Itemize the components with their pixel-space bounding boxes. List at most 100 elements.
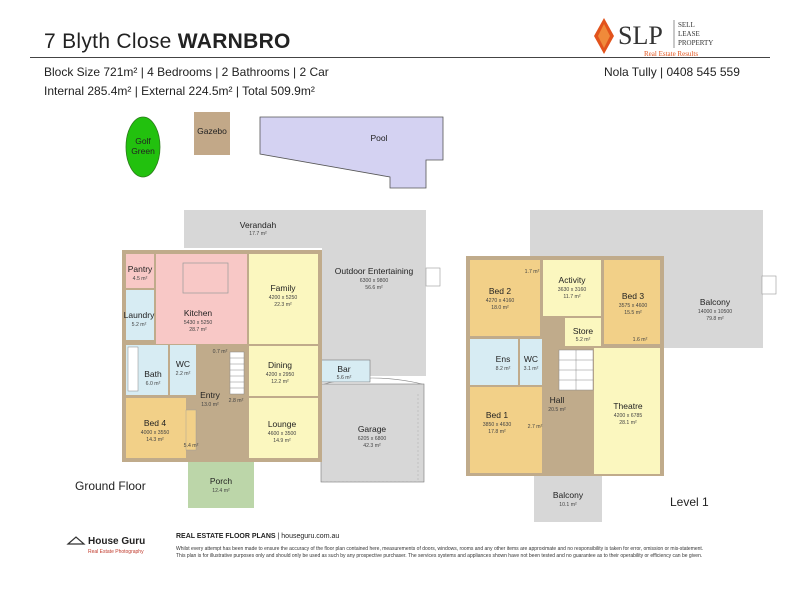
laundry [126, 290, 154, 340]
bed-2 [470, 260, 540, 336]
activity-dims: 3630 x 3160 [558, 287, 587, 293]
outdoor-entertaining [322, 210, 426, 376]
hall-label: Hall [550, 395, 565, 405]
pantry-label: Pantry [128, 264, 153, 274]
bed-3-robe-area: 1.6 m² [633, 337, 648, 343]
bed-1-label: Bed 1 [486, 410, 508, 420]
disclaimer-line-2: This plan is for illustrative purposes o… [176, 553, 703, 559]
lounge-dims: 4600 x 3500 [268, 431, 297, 437]
house-icon [66, 536, 86, 545]
title-street: 7 Blyth Close [44, 30, 172, 53]
site-features: Golf Green Gazebo Pool [125, 112, 444, 189]
family-label: Family [270, 283, 296, 293]
store-area: 5.2 m² [576, 337, 591, 343]
theatre-dims: 4200 x 6785 [614, 413, 643, 419]
pool-label: Pool [370, 133, 387, 143]
bed-3 [604, 260, 660, 344]
agency-logo: SLP SELL LEASE PROPERTY Real Estate Resu… [594, 18, 713, 58]
agency-line-1: SELL [678, 21, 695, 29]
dining-area: 12.2 m² [271, 379, 289, 385]
garage-area: 42.3 m² [363, 443, 381, 449]
level-wc [520, 339, 542, 385]
bathtub [127, 346, 139, 392]
bath-label: Bath [144, 369, 162, 379]
bed-3-dims: 3575 x 4600 [619, 303, 648, 309]
ensuite [470, 339, 518, 385]
house-guru-tagline: Real Estate Photography [88, 549, 144, 555]
family-area: 22.3 m² [274, 302, 292, 308]
lounge [249, 398, 318, 458]
kitchen-label: Kitchen [184, 308, 213, 318]
area-info: Internal 285.4m² | External 224.5m² | To… [44, 84, 315, 98]
dining-dims: 4200 x 2950 [266, 372, 295, 378]
kitchen-dims: 5430 x 5250 [184, 320, 213, 326]
family-room [249, 254, 318, 344]
garage-label: Garage [358, 424, 387, 434]
agent-contact: Nola Tully | 0408 545 559 [604, 65, 740, 79]
balcony-front-label: Balcony [553, 490, 584, 500]
porch [188, 462, 254, 508]
store-label: Store [573, 326, 594, 336]
level-1-plan: Balcony 14000 x 10500 79.8 m² Balcony 10… [466, 210, 777, 522]
bed-4-label: Bed 4 [144, 418, 166, 428]
bed-3-label: Bed 3 [622, 291, 644, 301]
ground-wc-area: 2.2 m² [176, 371, 191, 377]
gazebo-label: Gazebo [197, 126, 227, 136]
bed-1 [470, 387, 542, 473]
agency-line-3: PROPERTY [678, 39, 713, 47]
kitchen-area: 28.7 m² [189, 327, 207, 333]
property-title: 7 Blyth Close WARNBRO [44, 30, 291, 54]
bed-4-area: 14.3 m² [146, 437, 164, 443]
agency-line-2: LEASE [678, 30, 700, 38]
golf-label: Golf [135, 136, 151, 146]
pantry [126, 254, 154, 288]
footer-site: | houseguru.com.au [277, 533, 340, 540]
verandah [184, 210, 322, 248]
block-info: Block Size 721m² | 4 Bedrooms | 2 Bathro… [44, 65, 329, 79]
golf-label-2: Green [131, 146, 155, 156]
bed-4-robe-area: 5.4 m² [184, 443, 199, 449]
verandah-area: 17.7 m² [249, 231, 267, 237]
golf-green [125, 116, 161, 178]
kitchen-island [182, 262, 229, 294]
theatre-label: Theatre [613, 401, 643, 411]
pool [259, 116, 444, 189]
agency-mark: SLP [618, 21, 663, 50]
verandah-label: Verandah [240, 220, 277, 230]
balcony-main-area: 79.8 m² [706, 316, 724, 322]
small-space-1: 0.7 m² [213, 349, 228, 355]
activity-area: 11.7 m² [563, 294, 580, 300]
bed-4-dims: 4000 x 3550 [141, 430, 170, 436]
porch-label: Porch [210, 476, 232, 486]
balcony-front-area: 10.1 m² [559, 502, 577, 508]
balcony-main-label: Balcony [700, 297, 731, 307]
house-guru-logo: House Guru Real Estate Photography [66, 536, 145, 555]
house-guru-name: House Guru [88, 536, 145, 547]
ground-wc [170, 345, 196, 395]
bed-2-area: 18.0 m² [491, 305, 509, 311]
bed-2-robe-area: 1.7 m² [525, 269, 540, 275]
theatre [594, 348, 660, 474]
footer-title: REAL ESTATE FLOOR PLANS | houseguru.com.… [176, 533, 339, 540]
laundry-label: Laundry [124, 310, 155, 320]
level-wc-area: 3.1 m² [524, 366, 539, 372]
disclaimer-line-1: Whilst every attempt has been made to en… [176, 546, 704, 552]
title-suburb: WARNBRO [177, 30, 291, 53]
bath-area: 6.0 m² [146, 381, 161, 387]
bed-2-dims: 4270 x 4160 [486, 298, 515, 304]
agency-tagline: Real Estate Results [644, 50, 698, 58]
gazebo [194, 112, 230, 155]
laundry-area: 5.2 m² [132, 322, 147, 328]
dining-room [249, 346, 318, 396]
ground-ac-unit [425, 267, 441, 287]
lounge-label: Lounge [268, 419, 297, 429]
header-divider [30, 57, 770, 58]
outdoor-label: Outdoor Entertaining [335, 266, 414, 276]
bed-2-label: Bed 2 [489, 286, 511, 296]
pantry-area: 4.5 m² [133, 276, 148, 282]
family-dims: 4200 x 5250 [269, 295, 298, 301]
outdoor-area: 56.6 m² [365, 285, 383, 291]
level-ac-unit [761, 275, 777, 295]
bed-3-area: 15.5 m² [624, 310, 642, 316]
